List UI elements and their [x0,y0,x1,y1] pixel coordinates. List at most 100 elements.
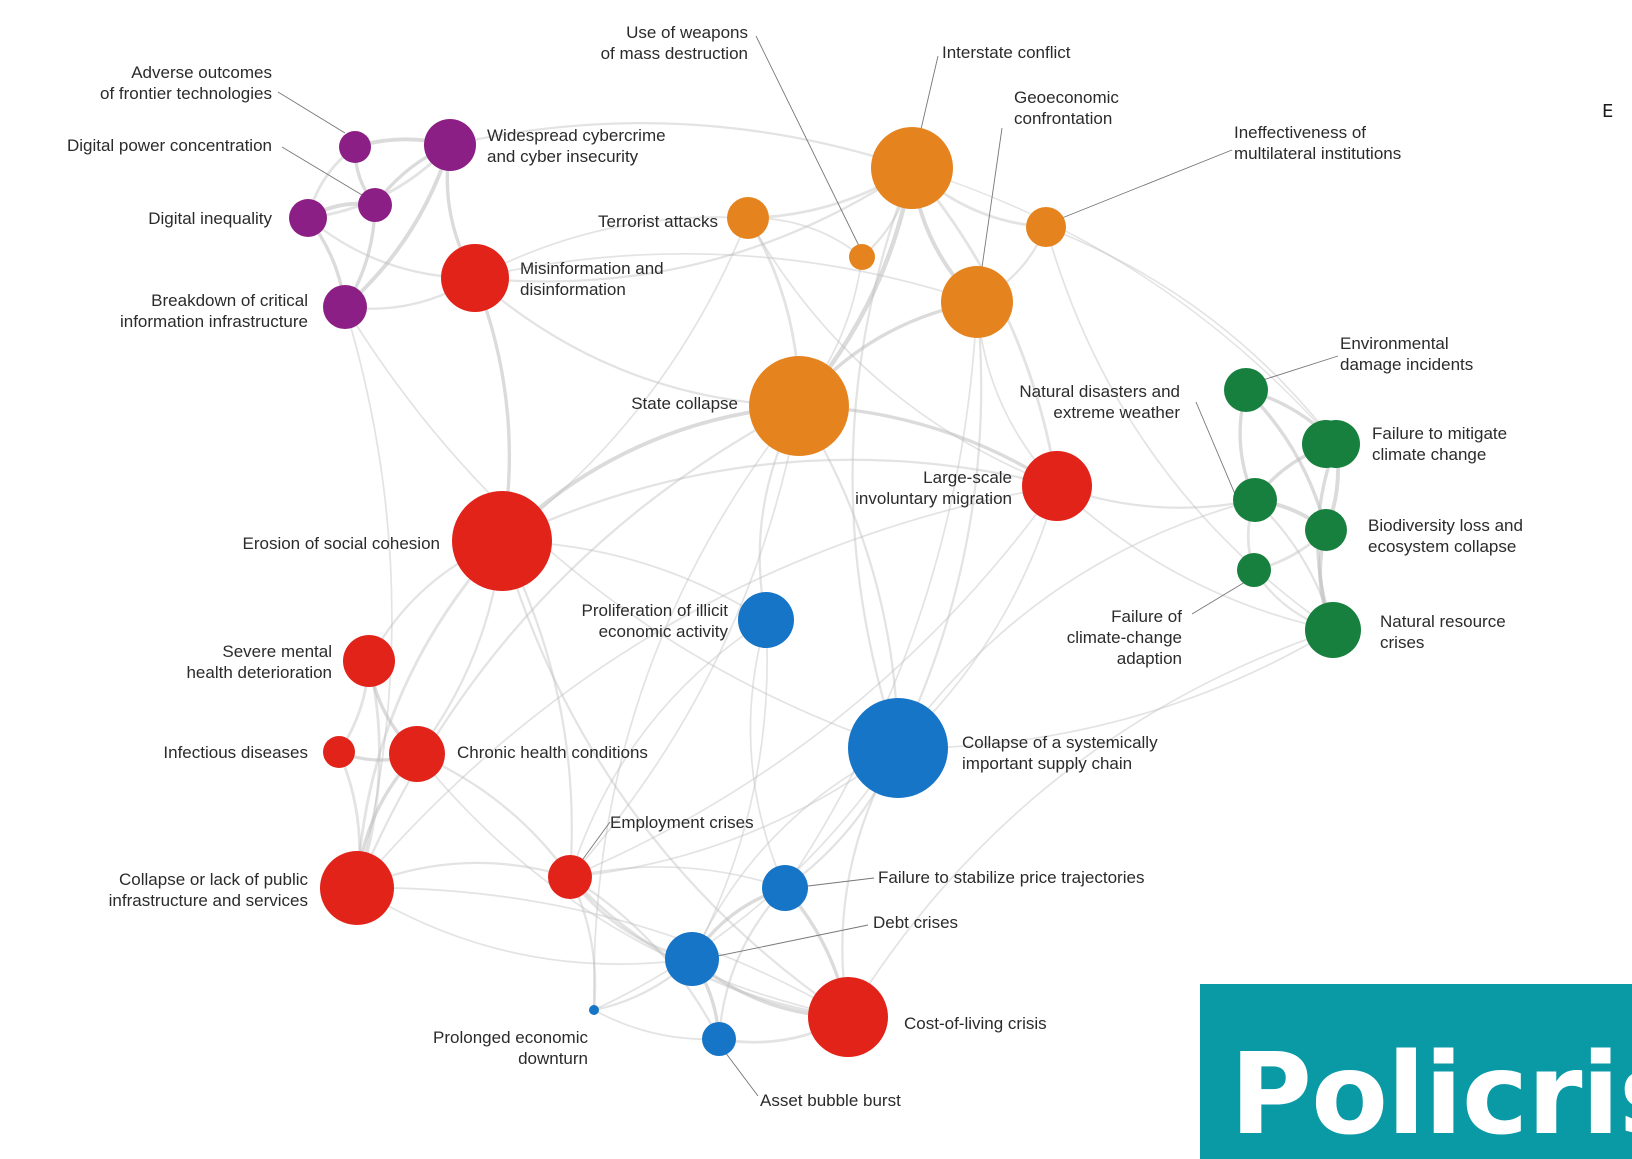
node-supply-chain [848,698,948,798]
label-line: extreme weather [1053,403,1180,422]
node-misinformation [441,244,509,312]
label-line: Adverse outcomes [131,63,272,82]
label-line: involuntary migration [855,489,1012,508]
label-debt: Debt crises [873,912,958,933]
node-interstate-conflict [871,127,953,209]
node-digital-inequality [289,199,327,237]
edge-illicit-activity-employment [569,619,767,878]
edge-asset-bubble-downturn [593,1009,720,1041]
node-env-damage [1224,368,1268,412]
node-social-cohesion [452,491,552,591]
edge-migration-public-infra [356,485,1058,889]
edge-breakdown-infra-public-infra [344,306,393,889]
label-line: of frontier technologies [100,84,272,103]
edge-social-cohesion-public-infra [355,539,504,890]
edge-natural-resource-cost-of-living [847,629,1334,1018]
edge-breakdown-infra-supply-chain [344,306,899,749]
leader-line-debt [707,924,869,959]
label-line: adaption [1116,649,1182,668]
node-ineffectiveness [1026,207,1066,247]
label-employment: Employment crises [610,812,754,833]
label-line: Geoeconomic [1014,88,1119,107]
label-biodiversity: Biodiversity loss and ecosystem collapse [1368,515,1523,557]
leader-line-wmd [755,35,861,249]
leader-line-digital-power [281,146,363,196]
edge-public-infra-cost-of-living [356,887,849,1018]
label-asset-bubble: Asset bubble burst [760,1090,901,1111]
leader-line-ineffectiveness [1061,149,1233,219]
node-biodiversity [1305,509,1347,551]
label-line: ecosystem collapse [1368,537,1517,556]
edge-geoeconomic-supply-chain [896,300,983,750]
label-line: multilateral institutions [1234,144,1402,163]
node-public-infra [320,851,394,925]
label-interstate-conflict: Interstate conflict [942,42,1071,63]
edge-chronic-health-cost-of-living [416,753,849,1018]
leader-line-price-stability [807,877,875,887]
edge-cybercrime-interstate-conflict [448,122,914,170]
edge-natural-disasters-supply-chain [897,499,1256,749]
label-natural-disasters: Natural disasters and extreme weather [1019,381,1180,423]
edge-interstate-conflict-climate-mitigation [911,167,1337,445]
node-asset-bubble [702,1022,736,1056]
label-line: Collapse of a systemically [962,733,1158,752]
edge-employment-price-stability [569,866,786,889]
leader-line-climate-adaption [1191,581,1246,615]
banner: Policris [1200,984,1632,1159]
label-line: Use of weapons [626,23,748,42]
leader-line-env-damage [1262,355,1339,381]
label-line: infrastructure and services [108,891,308,910]
edge-natural-resource-supply-chain [897,629,1334,749]
label-infectious: Infectious diseases [163,742,308,763]
label-cost-of-living: Cost-of-living crisis [904,1013,1047,1034]
label-price-stability: Failure to stabilize price trajectories [878,867,1144,888]
label-line: Large-scale [923,468,1012,487]
leader-line-layer [277,35,1339,1097]
node-climate-adaption [1237,553,1271,587]
label-geoeconomic: Geoeconomic confrontation [1014,87,1119,129]
edge-migration-social-cohesion [500,458,1059,543]
node-layer [289,119,1361,1057]
leader-line-adverse-outcomes [277,91,346,134]
edge-chronic-health-employment [415,752,572,879]
edge-natural-resource-migration [1056,485,1334,631]
label-line: climate-change [1066,628,1182,647]
label-line: Misinformation and [520,259,664,278]
label-line: information infrastructure [119,312,308,331]
label-line: Severe mental [222,642,332,661]
edge-misinformation-geoeconomic [474,253,978,303]
label-line: confrontation [1014,109,1113,128]
label-line: Debt crises [873,913,959,932]
label-line: damage incidents [1340,355,1474,374]
label-line: Interstate conflict [942,43,1071,62]
edge-cybercrime-breakdown-infra [343,143,452,309]
node-terrorist-attacks [727,197,769,239]
label-line: downturn [518,1049,588,1068]
label-line: disinformation [520,280,626,299]
edge-interstate-conflict-supply-chain [851,166,914,750]
label-line: Biodiversity loss and [1368,516,1523,535]
node-cost-of-living [808,977,888,1057]
label-adverse-outcomes: Adverse outcomes of frontier technologies [100,62,272,104]
node-employment [548,855,592,899]
label-line: Employment crises [610,813,754,832]
edge-migration-employment [569,485,1058,878]
label-line: Natural disasters and [1019,382,1180,401]
label-line: Failure of [1111,607,1182,626]
edge-state-collapse-employment [569,405,800,878]
node-price-stability [762,865,808,911]
label-line: Natural resource [1380,612,1506,631]
node-cybercrime [424,119,476,171]
